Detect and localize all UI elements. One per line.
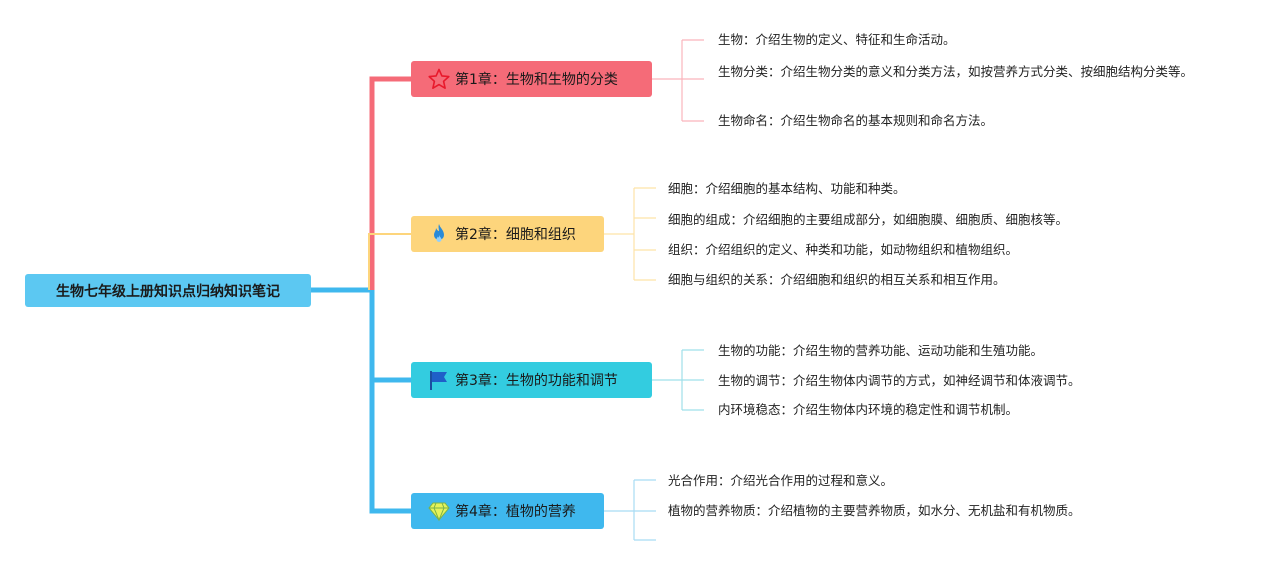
flame-icon	[427, 222, 451, 246]
root-title: 生物七年级上册知识点归纳知识笔记	[56, 283, 280, 300]
chapter-3-item[interactable]: 内环境稳态：介绍生物体内环境的稳定性和调节机制。	[718, 402, 1019, 417]
chapter-2-title: 第2章：细胞和组织	[455, 227, 576, 243]
diamond-icon	[427, 499, 451, 523]
chapter-3-node[interactable]: 第3章：生物的功能和调节	[411, 362, 652, 398]
chapter-2-item[interactable]: 组织：介绍组织的定义、种类和功能，如动物组织和植物组织。	[668, 242, 1019, 257]
star-icon	[427, 67, 451, 91]
flag-icon	[427, 368, 451, 392]
root-node[interactable]: 生物七年级上册知识点归纳知识笔记	[25, 274, 311, 307]
chapter-4-node[interactable]: 第4章：植物的营养	[411, 493, 604, 529]
chapter-1-title: 第1章：生物和生物的分类	[455, 72, 618, 88]
chapter-4-item[interactable]: 光合作用：介绍光合作用的过程和意义。	[668, 473, 894, 488]
chapter-1-node[interactable]: 第1章：生物和生物的分类	[411, 61, 652, 97]
chapter-3-item[interactable]: 生物的调节：介绍生物体内调节的方式，如神经调节和体液调节。	[718, 373, 1081, 388]
chapter-2-item[interactable]: 细胞的组成：介绍细胞的主要组成部分，如细胞膜、细胞质、细胞核等。	[668, 212, 1069, 227]
chapter-2-node[interactable]: 第2章：细胞和组织	[411, 216, 604, 252]
chapter-1-item[interactable]: 生物：介绍生物的定义、特征和生命活动。	[718, 32, 956, 47]
chapter-2-item[interactable]: 细胞：介绍细胞的基本结构、功能和种类。	[668, 181, 906, 196]
chapter-3-item[interactable]: 生物的功能：介绍生物的营养功能、运动功能和生殖功能。	[718, 343, 1044, 358]
chapter-2-item[interactable]: 细胞与组织的关系：介绍细胞和组织的相互关系和相互作用。	[668, 272, 1006, 287]
chapter-1-item[interactable]: 生物命名：介绍生物命名的基本规则和命名方法。	[718, 113, 994, 128]
chapter-1-item[interactable]: 生物分类：介绍生物分类的意义和分类方法，如按营养方式分类、按细胞结构分类等。	[718, 64, 1194, 79]
chapter-4-item[interactable]: 植物的营养物质：介绍植物的主要营养物质，如水分、无机盐和有机物质。	[668, 503, 1081, 518]
chapter-3-title: 第3章：生物的功能和调节	[455, 373, 618, 389]
chapter-4-title: 第4章：植物的营养	[455, 504, 576, 520]
